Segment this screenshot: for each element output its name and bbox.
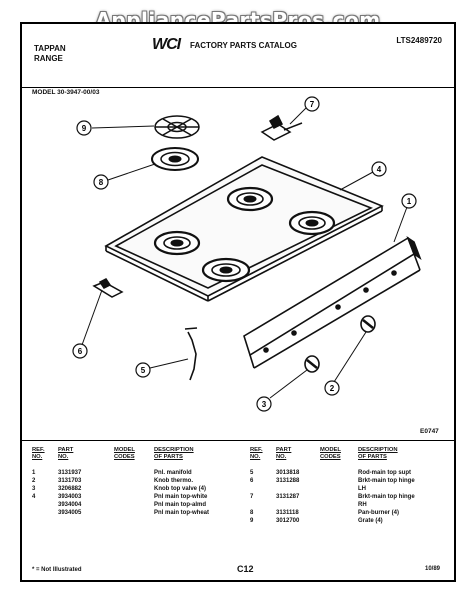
callout-8: 8 [93, 174, 109, 190]
main-top-panel [104, 156, 384, 302]
callout-6-label: 6 [78, 347, 83, 356]
diagram-code: E0747 [420, 428, 439, 435]
callout-5: 5 [135, 362, 151, 378]
header-divider [22, 87, 454, 88]
exploded-parts-diagram: 9 8 7 4 1 6 5 2 [72, 96, 422, 412]
callout-1-label: 1 [407, 197, 412, 206]
page-code: C12 [237, 564, 254, 574]
grate [154, 115, 200, 139]
wci-logo: WCI [152, 36, 181, 53]
manifold-panel [243, 235, 422, 369]
top-valve-knob [304, 355, 320, 373]
rh-hinge-bracket [260, 114, 303, 141]
callout-7-label: 7 [310, 100, 315, 109]
callout-5-label: 5 [141, 366, 146, 375]
callout-6: 6 [72, 343, 88, 359]
revision-date: 10/89 [424, 566, 440, 572]
table-row: LH [358, 486, 366, 492]
appliance-type: RANGE [34, 54, 63, 63]
callout-1: 1 [401, 193, 417, 209]
lh-hinge-bracket [92, 278, 124, 298]
burner-pan [151, 147, 199, 171]
not-illustrated-note: * = Not Illustrated [32, 567, 82, 573]
table-row: RH [358, 502, 367, 508]
callout-7: 7 [304, 96, 320, 112]
callout-9-label: 9 [82, 124, 87, 133]
catalog-title: FACTORY PARTS CATALOG [190, 41, 297, 50]
callout-3: 3 [256, 396, 272, 412]
callout-4-label: 4 [377, 165, 382, 174]
header-ref-right: REF.NO. [250, 447, 263, 460]
callout-3-label: 3 [262, 400, 267, 409]
leader-lines [81, 107, 408, 399]
thermo-knob [360, 315, 376, 333]
table-divider [22, 440, 454, 441]
callout-2-label: 2 [330, 384, 335, 393]
brand-block: TAPPAN RANGE [34, 44, 66, 64]
model-number: MODEL 30-3947-00/03 [32, 89, 100, 96]
callout-8-label: 8 [99, 178, 104, 187]
parts-catalog-sheet: TAPPAN RANGE WCI FACTORY PARTS CATALOG L… [20, 22, 456, 582]
callout-9: 9 [76, 120, 92, 136]
catalog-number: LTS2489720 [396, 36, 442, 45]
burner-openings [153, 186, 336, 283]
header-ref-left: REF.NO. [32, 447, 45, 460]
brand-name: TAPPAN [34, 44, 66, 53]
callout-4: 4 [371, 161, 387, 177]
callout-2: 2 [324, 380, 340, 396]
support-rod [184, 327, 198, 381]
